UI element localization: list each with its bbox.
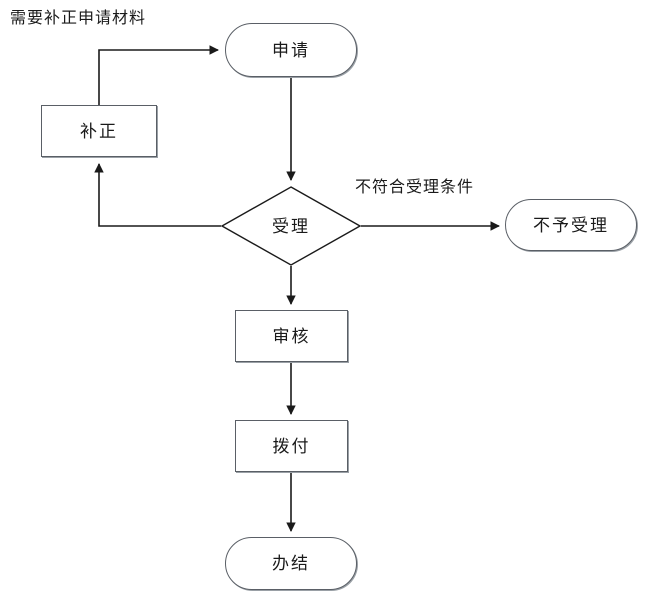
edge-label-not-eligible: 不符合受理条件 (355, 179, 475, 196)
node-accept[interactable]: 受理 (221, 186, 361, 266)
diamond-shape (221, 186, 361, 266)
edge-supplement-to-apply (98, 45, 219, 105)
edge-accept-to-supplement (94, 163, 221, 227)
node-complete-label: 办结 (272, 554, 310, 573)
node-reject-label: 不予受理 (533, 215, 609, 235)
node-apply[interactable]: 申请 (225, 23, 357, 77)
node-supplement-label: 补正 (80, 121, 118, 141)
edge-label-need-supplement: 需要补正申请材料 (10, 10, 147, 27)
node-accept-label: 受理 (272, 216, 310, 236)
node-disburse-label: 拨付 (272, 436, 311, 456)
node-complete[interactable]: 办结 (225, 537, 357, 590)
node-reject[interactable]: 不予受理 (505, 199, 637, 251)
node-supplement[interactable]: 补正 (41, 105, 157, 157)
node-review[interactable]: 审核 (235, 310, 348, 362)
node-review-label: 审核 (272, 326, 311, 346)
node-disburse[interactable]: 拨付 (235, 420, 348, 472)
node-apply-label: 申请 (272, 40, 310, 60)
